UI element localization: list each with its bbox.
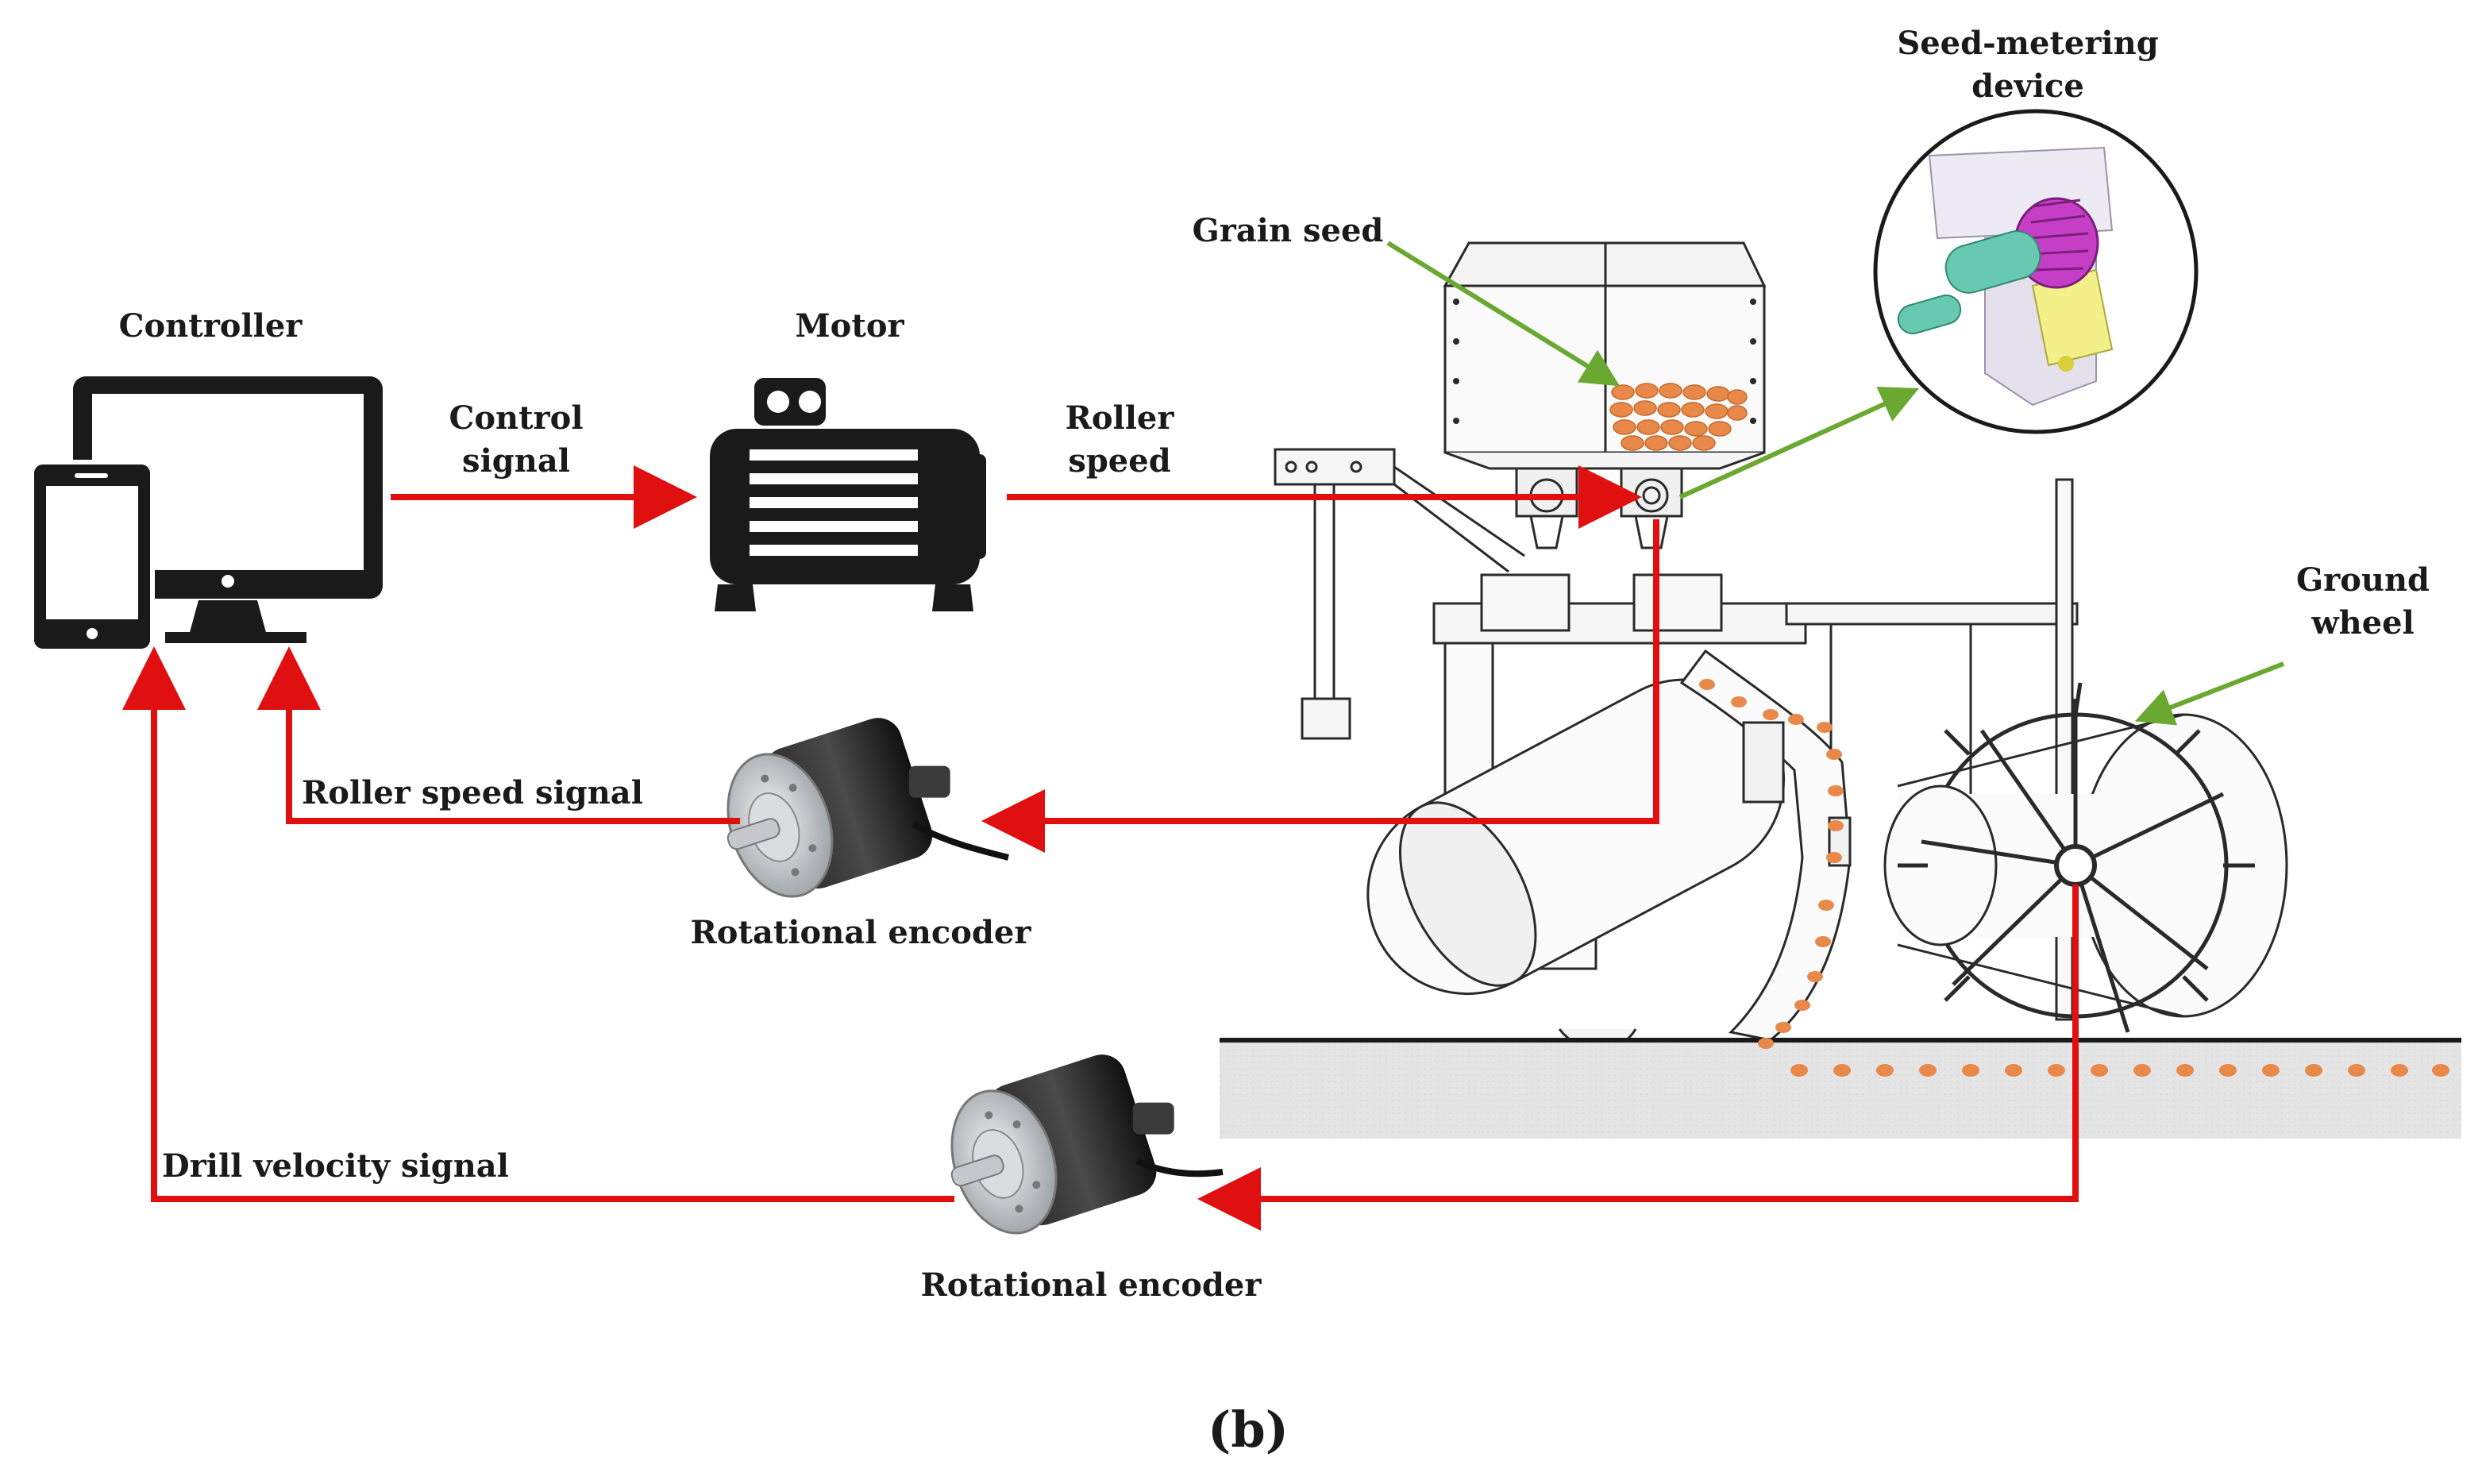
roller-speed-label-line1: Roller — [1066, 399, 1175, 437]
ground-wheel — [1883, 682, 2288, 1048]
seed-metering-label-line2: device — [1971, 67, 2084, 105]
encoder-icon — [726, 718, 950, 898]
roller-speed-signal-label: Roller speed signal — [302, 774, 643, 811]
seed-metering-pointer — [1678, 387, 1919, 499]
figure-caption: (b) — [1208, 1401, 1289, 1459]
pointer-arrows — [1386, 241, 2285, 726]
drill-velocity-signal-label: Drill velocity signal — [162, 1147, 509, 1185]
roller-speed-label-line2: speed — [1068, 442, 1170, 480]
drill-velocity-feedback-arrow — [1197, 885, 2079, 1231]
ground-wheel-pointer — [2134, 661, 2285, 726]
grain-seeds-hopper — [1609, 383, 1748, 451]
roller-speed-feedback-arrow — [981, 519, 1659, 853]
seed-drill-machine — [1274, 241, 2288, 1050]
grain-seeds-soil — [1790, 1064, 2449, 1077]
encoder-icon — [950, 1054, 1174, 1235]
controller-device — [29, 376, 383, 653]
ground-wheel-label-line2: wheel — [2310, 604, 2415, 642]
ground-wheel-label-line1: Ground — [2296, 561, 2430, 599]
roller-speed-signal-arrow — [257, 646, 740, 824]
controller-label: Controller — [119, 307, 303, 345]
grain-seeds-tube — [1699, 679, 1844, 1049]
rotational-encoder-bottom-label: Rotational encoder — [921, 1266, 1262, 1304]
control-signal-label-line1: Control — [449, 399, 583, 437]
signal-arrows — [122, 465, 2079, 1231]
seed-metering-device-inset — [1873, 109, 2199, 434]
grain-seed-pointer — [1386, 241, 1621, 387]
control-signal-label-line2: signal — [462, 442, 570, 480]
tablet-icon — [29, 460, 155, 653]
motor-label: Motor — [795, 307, 904, 345]
seed-metering-label-line1: Seed-metering — [1897, 25, 2158, 62]
grain-seed-label: Grain seed — [1193, 212, 1384, 249]
motor-icon — [710, 378, 986, 611]
drill-velocity-signal-arrow — [122, 646, 954, 1202]
rotational-encoder-top-label: Rotational encoder — [691, 914, 1032, 951]
soil-strip — [1220, 1040, 2461, 1139]
